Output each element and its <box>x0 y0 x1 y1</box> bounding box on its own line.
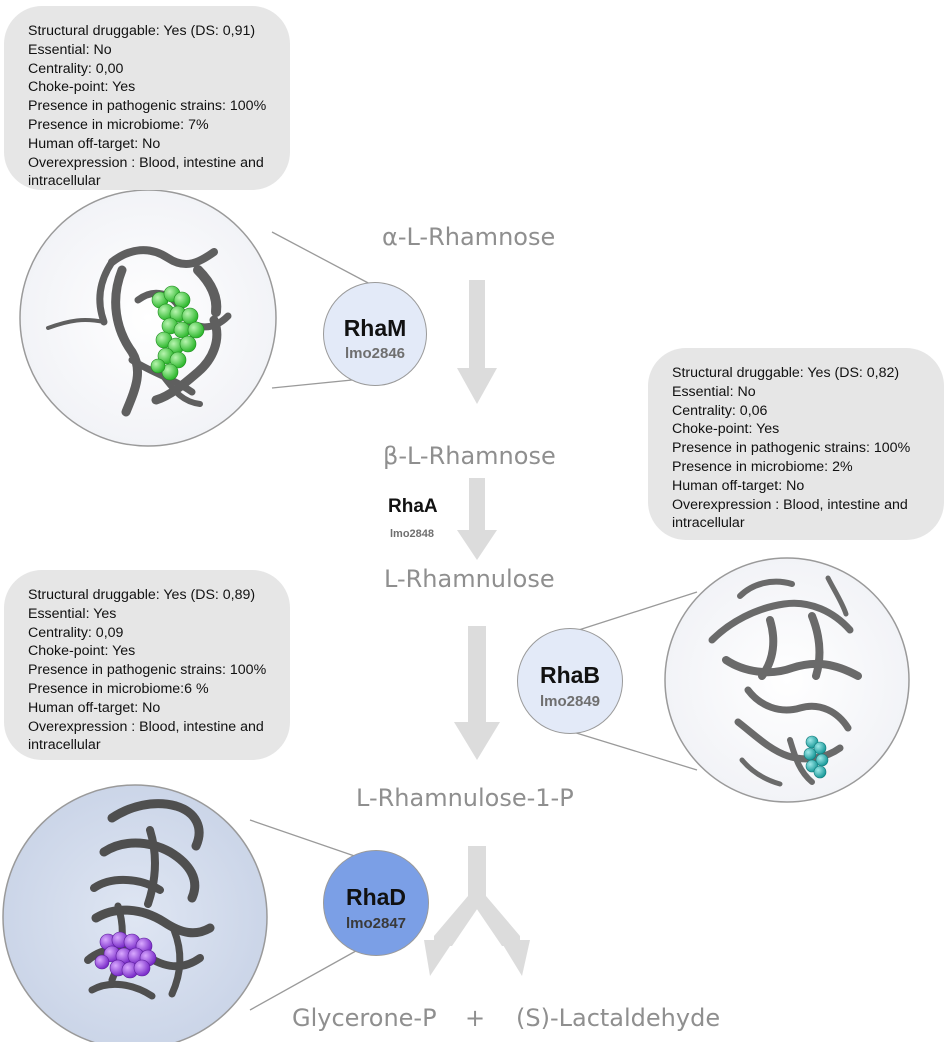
rhad-info-line: Choke-point: Yes <box>28 643 136 660</box>
rhad-ligand-icon <box>94 931 157 979</box>
arrow-2 <box>457 478 497 560</box>
rhab-structure-lens <box>664 557 910 803</box>
compound-alpha-l-rhamnose: α-L-Rhamnose <box>382 223 556 251</box>
compound-s-lactaldehyde: (S)-Lactaldehyde <box>516 1004 721 1032</box>
compound-beta-l-rhamnose: β-L-Rhamnose <box>383 442 556 470</box>
rhab-info-line: Structural druggable: Yes (DS: 0,82) <box>672 365 900 381</box>
rhab-protein-ribbon-structure-icon <box>708 575 862 787</box>
rhab-info-line: Human off-target: No <box>672 477 805 494</box>
rham-protein-ribbon-structure-icon <box>46 246 232 417</box>
rhab-info-box: Structural druggable: Yes (DS: 0,82) Ess… <box>648 348 944 540</box>
rhad-info-line: Centrality: 0,09 <box>28 624 124 641</box>
rham-info-line: Presence in pathogenic strains: 100% <box>28 98 267 115</box>
compound-l-rhamnulose-1-p: L-Rhamnulose-1-P <box>356 784 574 812</box>
rhab-info-line: Presence in pathogenic strains: 100% <box>672 440 911 457</box>
rham-info-line: Presence in microbiome: 7% <box>28 116 209 133</box>
enzyme-rham-circle: RhaM lmo2846 <box>323 282 427 386</box>
rham-info-line: Human off-target: No <box>28 135 161 152</box>
rhad-info-line: Essential: Yes <box>28 605 117 622</box>
split-arrow <box>424 846 530 976</box>
rhab-info-line: Overexpression : Blood, intestine and in… <box>672 496 908 532</box>
rham-info-line: Choke-point: Yes <box>28 79 136 96</box>
rhad-info-line: Overexpression : Blood, intestine and in… <box>28 718 264 754</box>
rhad-info-line: Presence in pathogenic strains: 100% <box>28 662 267 679</box>
rham-ligand-icon <box>150 285 205 381</box>
arrow-1 <box>457 280 497 404</box>
rhab-ligand-icon <box>803 735 829 779</box>
rhad-info-line: Human off-target: No <box>28 699 161 716</box>
rham-structure-lens <box>19 189 277 447</box>
rham-info-line: Centrality: 0,00 <box>28 60 124 77</box>
rham-info-line: Overexpression : Blood, intestine and in… <box>28 154 264 190</box>
rhab-info-line: Centrality: 0,06 <box>672 402 768 419</box>
rhad-info-line: Structural druggable: Yes (DS: 0,89) <box>28 587 256 603</box>
rhab-info-line: Presence in microbiome: 2% <box>672 458 853 475</box>
compound-glycerone-p: Glycerone-P <box>292 1004 437 1032</box>
rhab-info-line: Choke-point: Yes <box>672 421 780 438</box>
compound-l-rhamnulose: L-Rhamnulose <box>384 565 555 593</box>
enzyme-rham-name: RhaM <box>343 315 407 341</box>
rham-info-box: Structural druggable: Yes (DS: 0,91) Ess… <box>4 6 290 190</box>
enzyme-rhad-name: RhaD <box>345 884 407 910</box>
rhab-info-line: Essential: No <box>672 383 756 400</box>
enzyme-rhab-name: RhaB <box>539 662 601 688</box>
plus-sign: + <box>465 1004 486 1032</box>
enzyme-rhab-id: lmo2849 <box>539 693 601 710</box>
enzyme-rhab-circle: RhaB lmo2849 <box>517 628 623 734</box>
enzyme-rhaa-id: lmo2848 <box>390 528 435 540</box>
rham-info-line: Essential: No <box>28 41 112 58</box>
enzyme-rham-id: lmo2846 <box>344 345 406 362</box>
enzyme-rhad-circle: RhaD lmo2847 <box>323 850 429 956</box>
rhad-info-box: Structural druggable: Yes (DS: 0,89) Ess… <box>4 570 290 760</box>
rhad-info-line: Presence in microbiome:6 % <box>28 680 209 697</box>
enzyme-rhad-id: lmo2847 <box>345 915 407 932</box>
enzyme-rhaa-name: RhaA <box>388 496 438 517</box>
arrow-3 <box>454 626 500 760</box>
rham-info-line: Structural druggable: Yes (DS: 0,91) <box>28 23 256 39</box>
